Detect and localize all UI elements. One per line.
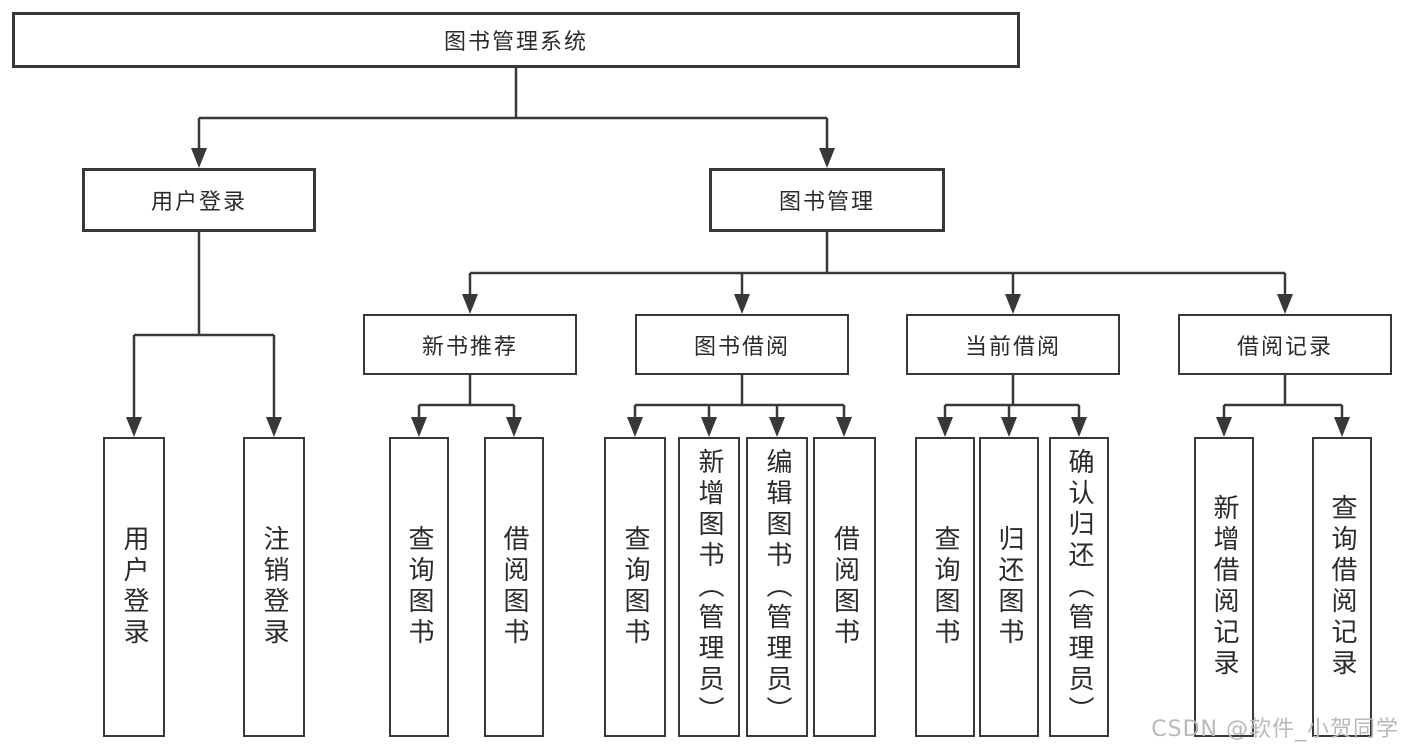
arrowhead <box>836 417 852 437</box>
node-book-management: 图书管理 <box>709 168 945 232</box>
connector-book-management-to-level3 <box>462 232 1293 314</box>
leaf-borrow-query-books-label: 查询图书 <box>620 525 650 649</box>
leaf-current-return-books-label: 归还图书 <box>994 525 1024 649</box>
leaf-recommend-query-books-label: 查询图书 <box>404 525 434 649</box>
arrowhead <box>1334 417 1350 437</box>
leaf-borrow-borrow-books-label: 借阅图书 <box>829 525 860 649</box>
leaf-borrow-add-books-admin-label: 新增图书（管理员） <box>694 447 724 727</box>
arrowhead <box>734 294 750 314</box>
leaf-recommend-borrow-books: 借阅图书 <box>484 437 544 737</box>
leaf-logout-label: 注销登录 <box>259 525 289 649</box>
leaf-current-return-books: 归还图书 <box>979 437 1039 737</box>
leaf-logout: 注销登录 <box>243 437 305 737</box>
node-root-label: 图书管理系统 <box>443 30 588 55</box>
leaf-borrow-edit-books-admin: 编辑图书（管理员） <box>746 437 808 737</box>
elbow-line <box>633 375 846 419</box>
leaf-current-confirm-return-admin-label: 确认归还（管理员） <box>1064 447 1094 727</box>
leaf-current-confirm-return-admin: 确认归还（管理员） <box>1049 437 1109 737</box>
arrowhead <box>126 417 142 437</box>
node-new-book-recommend-label: 新书推荐 <box>421 334 518 360</box>
node-book-borrow-label: 图书借阅 <box>693 334 790 360</box>
elbow-line <box>132 232 276 419</box>
elbow-line <box>417 375 516 419</box>
arrowhead <box>1277 294 1293 314</box>
leaf-recommend-borrow-books-label: 借阅图书 <box>499 525 529 649</box>
arrowhead <box>411 417 427 437</box>
arrowhead <box>462 294 478 314</box>
node-user-login-label: 用户登录 <box>150 190 247 215</box>
connector-book-borrow-to-children <box>627 375 852 437</box>
arrowhead <box>627 417 643 437</box>
leaf-current-query-books: 查询图书 <box>915 437 975 737</box>
node-current-borrow: 当前借阅 <box>906 314 1120 375</box>
leaf-records-add-record: 新增借阅记录 <box>1194 437 1254 737</box>
arrowhead <box>191 148 207 168</box>
leaf-borrow-add-books-admin: 新增图书（管理员） <box>678 437 740 737</box>
node-new-book-recommend: 新书推荐 <box>363 314 577 375</box>
node-borrow-records-label: 借阅记录 <box>1236 334 1333 360</box>
elbow-line <box>1222 375 1344 419</box>
leaf-recommend-query-books: 查询图书 <box>389 437 449 737</box>
arrowhead <box>266 417 282 437</box>
leaf-user-login: 用户登录 <box>103 437 165 737</box>
node-user-login: 用户登录 <box>82 168 316 232</box>
node-book-borrow: 图书借阅 <box>635 314 849 375</box>
leaf-records-add-record-label: 新增借阅记录 <box>1209 494 1239 680</box>
leaf-borrow-query-books: 查询图书 <box>604 437 666 737</box>
arrowhead <box>1071 417 1087 437</box>
connector-user-login-to-children <box>126 232 282 437</box>
leaf-user-login-label: 用户登录 <box>119 525 149 649</box>
arrowhead <box>1005 294 1021 314</box>
csdn-watermark: CSDN @软件_小贺同学 <box>1151 717 1399 742</box>
leaf-records-query-record: 查询借阅记录 <box>1312 437 1372 737</box>
arrowhead <box>506 417 522 437</box>
leaf-borrow-borrow-books: 借阅图书 <box>813 437 876 737</box>
arrowhead <box>701 417 717 437</box>
elbow-line <box>943 375 1081 419</box>
arrowhead <box>937 417 953 437</box>
elbow-line <box>197 68 829 150</box>
arrowhead <box>1216 417 1232 437</box>
connector-new-book-recommend-to-children <box>411 375 522 437</box>
leaf-current-query-books-label: 查询图书 <box>930 525 960 649</box>
arrowhead <box>819 148 835 168</box>
connector-root-to-level2 <box>191 68 835 168</box>
node-book-management-label: 图书管理 <box>778 190 875 215</box>
leaf-records-query-record-label: 查询借阅记录 <box>1327 494 1357 680</box>
node-root: 图书管理系统 <box>12 12 1020 68</box>
arrowhead <box>769 417 785 437</box>
connector-current-borrow-to-children <box>937 375 1087 437</box>
connector-borrow-records-to-children <box>1216 375 1350 437</box>
arrowhead <box>1001 417 1017 437</box>
node-current-borrow-label: 当前借阅 <box>964 334 1061 360</box>
node-borrow-records: 借阅记录 <box>1178 314 1392 375</box>
leaf-borrow-edit-books-admin-label: 编辑图书（管理员） <box>762 447 792 727</box>
elbow-line <box>468 232 1287 296</box>
